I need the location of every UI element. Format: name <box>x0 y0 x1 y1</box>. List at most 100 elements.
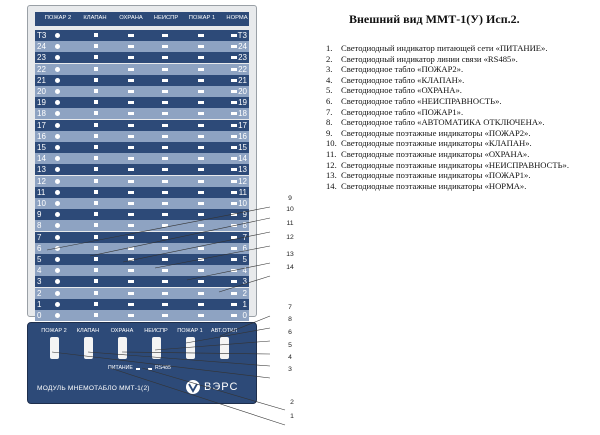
floor-number: 14 <box>37 154 46 164</box>
module-led-tablo <box>50 337 59 359</box>
legend-item-text: Светодиодные поэтажные индикаторы «ОХРАН… <box>341 148 530 159</box>
floor-number: 17 <box>37 120 46 130</box>
legend-item-text: Светодиодное табло «КЛАПАН». <box>341 74 465 85</box>
floor-number: 19 <box>37 98 46 108</box>
floor-led-indicator <box>231 45 237 49</box>
floor-led-indicator <box>128 168 134 172</box>
module-led-tablo <box>152 337 161 359</box>
floor-led-indicator <box>128 157 134 161</box>
rs485-label: RS485 <box>155 365 171 371</box>
floor-led-indicator <box>198 78 204 82</box>
brand-logo-text: ВЭРС <box>204 381 239 393</box>
floor-led-indicator <box>231 302 237 306</box>
floor-led-indicator <box>55 245 60 251</box>
floor-number: 10 <box>238 199 247 208</box>
legend-item-number: 4. <box>326 74 333 85</box>
floor-led-indicator <box>231 314 237 317</box>
callout-number: 7 <box>288 304 292 311</box>
floor-number: T3 <box>237 31 247 40</box>
legend-item-text: Светодиодное табло «ПОЖАР1». <box>341 106 464 117</box>
floor-led-indicator <box>55 257 60 262</box>
floor-led-indicator <box>94 55 98 60</box>
floor-led-indicator <box>55 100 60 106</box>
module-column-header: ОХРАНА <box>110 328 134 334</box>
floor-led-indicator <box>231 213 237 217</box>
floor-led-indicator <box>55 33 60 38</box>
legend-item: 10.Светодиодные поэтажные индикаторы «КЛ… <box>326 138 600 149</box>
floor-led-indicator <box>198 314 204 317</box>
floor-led-indicator <box>162 45 168 49</box>
floor-number: 22 <box>238 64 247 74</box>
floor-led-indicator <box>162 112 168 116</box>
legend-item-text: Светодиодные поэтажные индикаторы «ПОЖАР… <box>341 170 531 181</box>
legend-item-number: 13. <box>326 170 337 181</box>
floor-led-indicator <box>94 245 98 250</box>
floor-number: 24 <box>37 42 46 52</box>
legend-item-number: 6. <box>326 95 333 106</box>
floor-led-indicator <box>94 66 98 71</box>
floor-led-indicator <box>198 56 204 60</box>
floor-led-indicator <box>55 313 60 318</box>
module-led-tablo <box>220 337 229 359</box>
module-column-header: КЛАПАН <box>76 328 100 334</box>
legend-item-text: Светодиодные поэтажные индикаторы «НЕИСП… <box>341 159 569 170</box>
legend-item: 2.Светодиодный индикатор линии связи «RS… <box>326 54 600 65</box>
floor-led-indicator <box>198 224 204 228</box>
floor-number: 16 <box>238 131 247 141</box>
legend-item: 9.Светодиодные поэтажные индикаторы «ПОЖ… <box>326 128 600 139</box>
floor-led-indicator <box>162 101 168 105</box>
floor-led-indicator <box>231 90 237 93</box>
floor-led-indicator <box>55 279 60 285</box>
floor-led-indicator <box>94 133 98 138</box>
floor-number: 1 <box>37 299 42 309</box>
floor-led-indicator <box>128 213 134 217</box>
column-header: ОХРАНА <box>119 15 143 21</box>
floor-led-indicator <box>55 145 60 150</box>
module-led-tablo <box>84 337 93 359</box>
floor-led-indicator <box>94 33 98 37</box>
legend-item-text: Светодиодное табло «АВТОМАТИКА ОТКЛЮЧЕНА… <box>341 117 545 128</box>
floor-number: 23 <box>37 53 46 63</box>
floor-led-indicator <box>231 235 237 239</box>
floor-led-indicator <box>231 280 237 284</box>
floor-led-indicator <box>55 178 60 184</box>
floor-number: 15 <box>37 143 46 152</box>
floor-led-indicator <box>94 313 98 317</box>
legend-item: 13. Светодиодные поэтажные индикаторы «ПО… <box>326 170 600 181</box>
floor-led-indicator <box>198 213 204 217</box>
legend-item-text: Светодиодное табло «ПОЖАР2». <box>341 64 464 75</box>
floor-led-indicator <box>231 157 237 161</box>
floor-led-indicator <box>198 134 204 138</box>
floor-led-indicator <box>162 67 168 71</box>
floor-led-indicator <box>94 167 98 172</box>
floor-led-indicator <box>94 201 98 205</box>
floor-led-indicator <box>128 146 134 149</box>
column-header: ПОЖАР 2 <box>44 15 72 21</box>
floor-led-indicator <box>94 234 98 239</box>
floor-led-indicator <box>55 111 60 117</box>
floor-led-indicator <box>231 179 237 183</box>
floor-number: 4 <box>37 266 42 276</box>
floor-led-indicator <box>162 302 168 306</box>
floor-led-indicator <box>94 223 98 228</box>
column-header: КЛАПАН <box>83 15 107 21</box>
floor-led-indicator <box>198 123 204 127</box>
floor-led-indicator <box>128 90 134 93</box>
column-header: НЕИСПР <box>153 15 179 21</box>
floor-led-indicator <box>55 89 60 94</box>
floor-led-indicator <box>231 291 237 295</box>
callout-number: 11 <box>286 220 294 227</box>
floor-led-indicator <box>231 112 237 116</box>
floor-number: 5 <box>37 255 42 264</box>
floor-number: 24 <box>238 42 247 52</box>
module-column-header: ПОЖАР 2 <box>41 328 67 334</box>
